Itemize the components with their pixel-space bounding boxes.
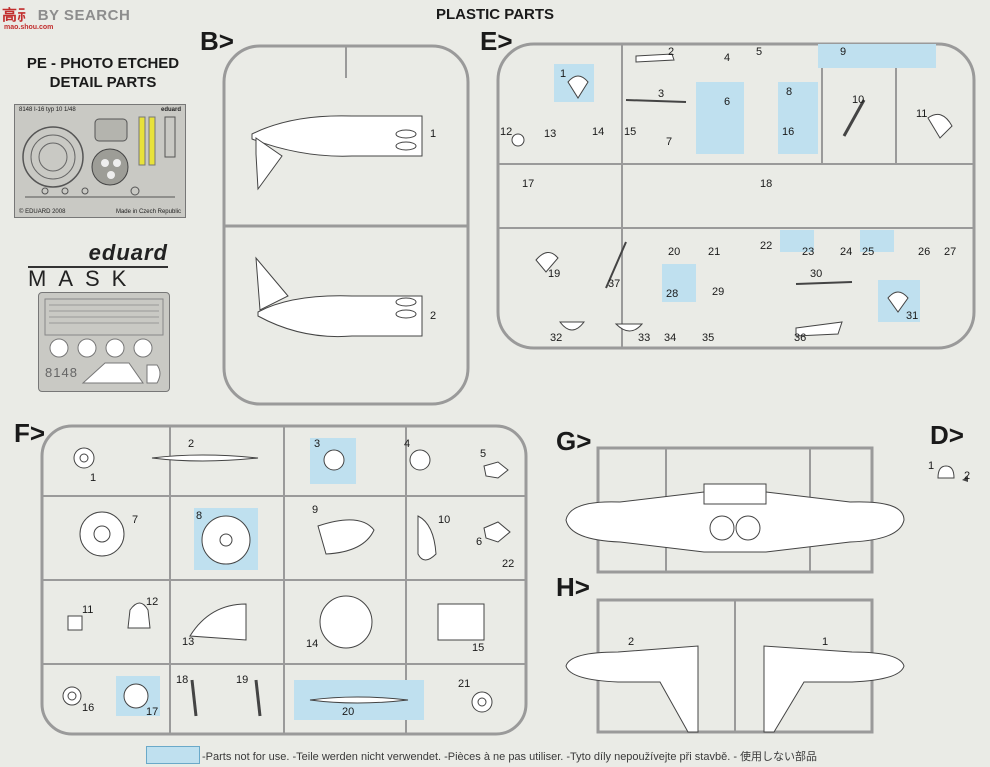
part-f-13: 13: [182, 636, 195, 648]
mask-word: MASK: [28, 266, 168, 290]
part-b-1: 1: [430, 128, 437, 140]
part-f-6: 6: [476, 536, 483, 548]
part-e-27: 27: [944, 246, 957, 258]
fret-made-in: Made in Czech Republic: [115, 209, 181, 215]
part-e-20: 20: [668, 246, 681, 258]
part-e-25: 25: [862, 246, 875, 258]
part-e-28: 28: [666, 288, 679, 300]
part-e-21: 21: [708, 246, 721, 258]
sprue-d: [937, 465, 968, 482]
sprue-h-label: H>: [556, 572, 590, 602]
eduard-mask-logo: eduard MASK: [28, 240, 168, 290]
part-e-10: 10: [852, 94, 865, 106]
part-h-2: 2: [628, 636, 635, 648]
mask-sheet: 8148: [38, 292, 170, 392]
part-e-36: 36: [794, 332, 807, 344]
part-e-30: 30: [810, 268, 823, 280]
part-e-18: 18: [760, 178, 773, 190]
part-e-17: 17: [522, 178, 535, 190]
part-e-32: 32: [550, 332, 563, 344]
part-e-4: 4: [724, 52, 731, 64]
part-e-11: 11: [916, 108, 928, 120]
part-e-12: 12: [500, 126, 513, 138]
photo-etched-fret: 8148 I-16 typ 10 1/48 eduard © EDUARD 20…: [14, 104, 186, 218]
mask-brand: eduard: [88, 240, 168, 265]
part-f-1: 1: [90, 472, 97, 484]
part-e-22: 22: [760, 240, 773, 252]
part-e-24: 24: [840, 246, 853, 258]
part-f-20: 20: [342, 706, 355, 718]
part-e-34: 34: [664, 332, 677, 344]
part-f-3: 3: [314, 438, 321, 450]
part-f-10: 10: [438, 514, 451, 526]
part-f-12: 12: [146, 596, 159, 608]
sprue-e-numbers: 1 2 3 4 5 6 7 8 9 10 11 12 13 14 15 16 1…: [496, 42, 976, 350]
part-e-23: 23: [802, 246, 815, 258]
pe-title-line2: DETAIL PARTS: [49, 74, 157, 91]
sprue-f-numbers: 1 2 3 4 5 6 7 8 9 10 11 12 13 14 15 16 1…: [40, 424, 528, 736]
fret-title: 8148 I-16 typ 10 1/48: [19, 107, 76, 113]
part-f-11: 11: [82, 604, 94, 616]
mask-code: 8148: [45, 365, 78, 380]
not-for-use-swatch: [146, 746, 200, 764]
pe-title-line1: PE - PHOTO ETCHED: [26, 55, 180, 72]
fret-brand: eduard: [160, 107, 181, 113]
part-e-6: 6: [724, 96, 731, 108]
part-d-1: 1: [928, 460, 935, 472]
part-f-2: 2: [188, 438, 195, 450]
part-f-22: 22: [502, 558, 515, 570]
part-e-14: 14: [592, 126, 605, 138]
part-f-18: 18: [176, 674, 189, 686]
sprue-b: [222, 44, 470, 406]
part-e-1: 1: [560, 68, 567, 80]
part-e-29: 29: [712, 286, 725, 298]
part-e-26: 26: [918, 246, 931, 258]
part-e-2: 2: [668, 46, 675, 58]
page-title: PLASTIC PARTS: [435, 6, 555, 23]
part-e-31: 31: [906, 310, 919, 322]
pe-title: PE - PHOTO ETCHED DETAIL PARTS: [8, 54, 198, 92]
part-f-14: 14: [306, 638, 319, 650]
sprue-f: [40, 424, 528, 736]
part-d-2: 2: [964, 470, 971, 482]
part-h-1: 1: [822, 636, 829, 648]
sprue-f-label: F>: [14, 418, 46, 448]
part-e-5: 5: [756, 46, 763, 58]
watermark-url: mao.shou.com: [4, 24, 54, 31]
sprue-g: [565, 446, 905, 574]
watermark-logo: ⾼⺬ BY SEARCH: [2, 7, 131, 24]
fret-detail-graphic: [22, 116, 176, 198]
part-f-21: 21: [458, 678, 471, 690]
legend-text: -Parts not for use. -Teile werden nicht …: [202, 751, 818, 763]
sprue-e: [496, 42, 976, 350]
part-e-13: 13: [544, 128, 557, 140]
part-e-8: 8: [786, 86, 793, 98]
part-f-5: 5: [480, 448, 487, 460]
fret-copyright: © EDUARD 2008: [19, 209, 66, 215]
part-f-8: 8: [196, 510, 203, 522]
part-f-9: 9: [312, 504, 319, 516]
part-f-19: 19: [236, 674, 249, 686]
part-f-15: 15: [472, 642, 485, 654]
sprue-h: [565, 598, 905, 734]
sprue-d-label: D>: [930, 420, 964, 450]
sprue-b-label: B>: [200, 26, 234, 56]
part-f-4: 4: [404, 438, 411, 450]
part-e-15: 15: [624, 126, 637, 138]
mask-sheet-graphic: [44, 298, 164, 384]
part-e-16: 16: [782, 126, 795, 138]
sprue-e-label: E>: [480, 26, 513, 56]
part-f-7: 7: [132, 514, 139, 526]
part-e-37: 37: [608, 278, 621, 290]
part-e-19: 19: [548, 268, 561, 280]
part-b-2: 2: [430, 310, 437, 322]
part-e-9: 9: [840, 46, 847, 58]
part-e-33: 33: [638, 332, 651, 344]
part-e-7: 7: [666, 136, 673, 148]
part-e-35: 35: [702, 332, 715, 344]
part-f-17: 17: [146, 706, 159, 718]
part-f-16: 16: [82, 702, 95, 714]
sprue-g-label: G>: [556, 426, 592, 456]
part-e-3: 3: [658, 88, 665, 100]
